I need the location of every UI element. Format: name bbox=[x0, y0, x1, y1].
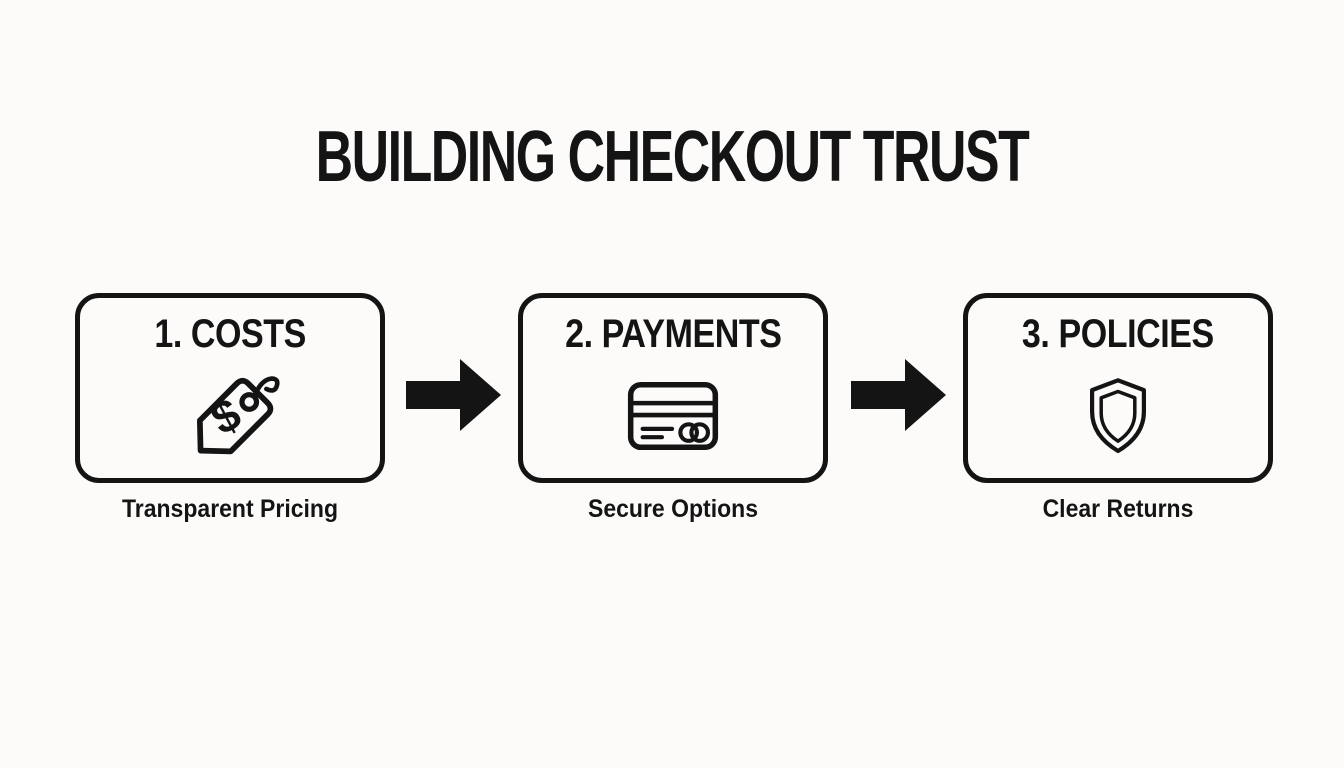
shield-icon bbox=[1083, 354, 1153, 478]
step-box-payments: 2. PAYMENTS bbox=[518, 293, 828, 483]
step-box-costs: 1. COSTS $ bbox=[75, 293, 385, 483]
step-caption: Clear Returns bbox=[1042, 495, 1194, 523]
step-box-policies: 3. POLICIES bbox=[963, 293, 1273, 483]
step-caption: Secure Options bbox=[588, 495, 758, 523]
arrow-right-icon bbox=[406, 357, 502, 433]
step-heading: 3. POLICIES bbox=[1022, 312, 1214, 356]
step-heading: 1. COSTS bbox=[154, 312, 306, 356]
page-title: BUILDING CHECKOUT TRUST bbox=[315, 117, 1030, 197]
step-heading: 2. PAYMENTS bbox=[564, 312, 782, 356]
credit-card-icon bbox=[627, 354, 719, 478]
step-caption: Transparent Pricing bbox=[121, 495, 338, 523]
price-tag-icon: $ bbox=[178, 354, 282, 478]
arrow-right-icon bbox=[851, 357, 947, 433]
